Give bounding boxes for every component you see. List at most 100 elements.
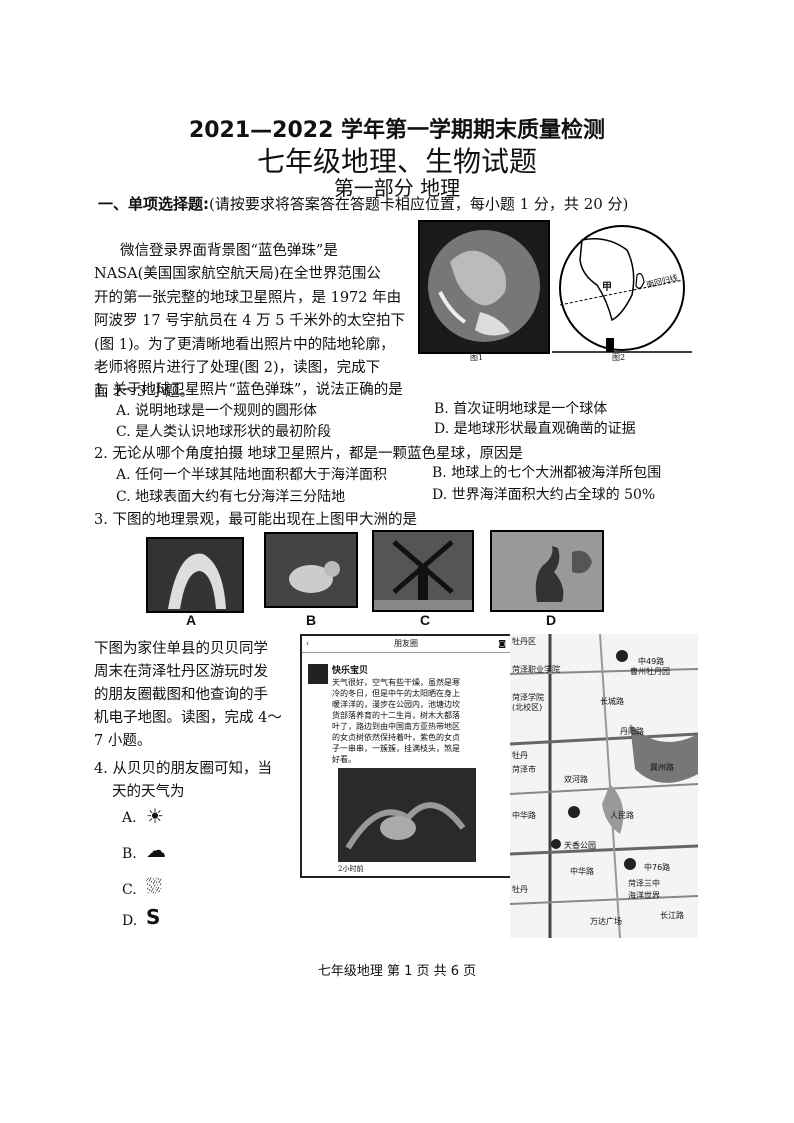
map-label: 中49路 (638, 657, 665, 666)
part-title: 第一部分 地理 (333, 176, 461, 200)
photo-c-label: C (420, 612, 431, 628)
map-label: 菏泽学院 (512, 693, 544, 702)
landscape-photo-a[interactable] (146, 537, 244, 613)
map-label: 牡丹 (512, 751, 528, 760)
q1-option-c[interactable]: C. 是人类认识地球形状的最初阶段 (116, 424, 332, 440)
question-3-stem: 3. 下图的地理景观，最可能出现在上图甲大洲的是 (94, 512, 417, 528)
q4-option-d-label[interactable]: D. (122, 913, 138, 929)
map-label: 菏泽市 (512, 765, 536, 774)
q2-option-a[interactable]: A. 任何一个半球其陆地面积都大于海洋面积 (116, 467, 388, 483)
landscape-photo-c[interactable] (372, 530, 474, 612)
figure-2-outline-map: 南回归线 甲 (552, 220, 692, 360)
q4-option-b-label[interactable]: B. (122, 846, 137, 862)
landscape-photo-b[interactable] (264, 532, 358, 608)
back-icon[interactable]: ‹ (306, 639, 310, 648)
sunny-icon[interactable]: ☀ (146, 804, 164, 828)
intro-line: 老师将照片进行了处理(图 2)，读图，完成下 (94, 360, 381, 376)
intro-line: 微信登录界面背景图“蓝色弹珠”是 (120, 243, 338, 259)
map-label: 人民路 (610, 811, 634, 820)
map-label: 双河路 (564, 775, 588, 784)
sandstorm-icon[interactable]: S (146, 905, 161, 929)
map-label: 菏泽职业学院 (512, 665, 560, 674)
stone-arch-icon (148, 539, 242, 611)
q2-option-c[interactable]: C. 地球表面大约有七分海洋三分陆地 (116, 489, 346, 505)
intro-paragraph-rest: NASA(美国国家航空航天局)在全世界范围公 开的第一张完整的地球卫星照片，是 … (94, 263, 406, 404)
q2-option-b[interactable]: B. 地球上的七个大洲都被海洋所包围 (432, 465, 662, 481)
map-label: 海洋世界 (628, 891, 660, 900)
post-line: 子一串串，一簇簇，挂满枝头，煞是 (332, 744, 460, 753)
map-label: 万达广场 (590, 917, 622, 926)
map-label: 长城路 (600, 697, 624, 706)
photo-a-label: A (186, 612, 197, 628)
map-label: 天香公园 (564, 841, 596, 850)
q1-option-a[interactable]: A. 说明地球是一个规则的圆形体 (116, 403, 318, 419)
intro-line: 开的第一张完整的地球卫星照片，是 1972 年由 (94, 289, 402, 306)
intro-paragraph: 微信登录界面背景图“蓝色弹珠”是 (120, 240, 420, 264)
earth-photo-icon (428, 230, 540, 342)
section-instruction: (请按要求将答案答在答题卡相应位置，每小题 1 分，共 20 分) (209, 195, 629, 213)
post-line: 好看。 (332, 755, 356, 764)
post-time: 2小时前 (338, 865, 364, 873)
post-line: 冷的冬日，但是中午的太阳晒在身上 (332, 689, 460, 698)
cloudy-icon[interactable]: ☁ (146, 838, 166, 862)
intro-line: NASA(美国国家航空航天局)在全世界范围公 (94, 266, 381, 282)
continent-jia-label: 甲 (602, 282, 612, 293)
question-2-stem: 2. 无论从哪个角度拍摄 地球卫星照片，都是一颗蓝色星球，原因是 (94, 446, 524, 462)
map-label: 中华路 (512, 811, 536, 820)
globe-outline-icon (552, 225, 692, 353)
intro-line: 面 1～3 小题。 (94, 383, 195, 400)
intro-2-line: 的朋友圈截图和他查询的手 (94, 687, 268, 703)
avatar (308, 664, 328, 684)
post-photo-icon (345, 802, 466, 850)
moments-post: 快乐宝贝 天气很好，空气有些干燥，虽然是寒 冷的冬日，但是中午的太阳晒在身上 暖… (332, 666, 502, 765)
post-username: 快乐宝贝 (332, 666, 369, 676)
map-label: 牡丹 (512, 885, 528, 894)
photo-b-label: B (306, 612, 317, 628)
camera-icon[interactable]: ◙ (498, 639, 506, 648)
map-label: 中76路 (644, 863, 671, 872)
map-label: (北校区) (512, 703, 543, 712)
wechat-moments-screenshot: ‹ 朋友圈 ◙ 快乐宝贝 天气很好，空气有些干燥，虽然是寒 冷的冬日，但是中午的… (300, 634, 512, 878)
moments-header: ‹ 朋友圈 ◙ (302, 636, 510, 653)
figure-2-caption: 图2 (612, 353, 626, 362)
q4-option-a-label[interactable]: A. (122, 810, 137, 826)
intro-line: (图 1)。为了更清晰地看出照片中的陆地轮廓， (94, 336, 395, 353)
rain-icon[interactable]: ⛆ (146, 874, 162, 898)
intro-2-line: 周末在菏泽牡丹区游玩时发 (94, 664, 268, 680)
intro-2-line: 7 小题。 (94, 733, 152, 749)
q4-option-c-label[interactable]: C. (122, 882, 137, 898)
question-4-stem-line-1: 4. 从贝贝的朋友圈可知，当 (94, 761, 272, 777)
map-label: 牡丹区 (512, 637, 536, 646)
q2-option-d[interactable]: D. 世界海洋面积大约占全球的 50% (432, 487, 656, 503)
intro-2-line: 机电子地图。读图，完成 4～ (94, 710, 282, 726)
kangaroo-icon (492, 532, 602, 610)
road-map-icon (510, 634, 698, 938)
figure-1-caption: 图1 (470, 353, 484, 362)
photo-d-label: D (546, 612, 557, 628)
landscape-photo-d[interactable] (490, 530, 604, 612)
electronic-map[interactable]: 牡丹区 菏泽职业学院 菏泽学院 (北校区) 长城路 牡丹 菏泽市 双河路 中华路… (510, 634, 698, 938)
intro-2-line: 下图为家住单县的贝贝同学 (94, 641, 268, 657)
intro-line: 阿波罗 17 号宇航员在 4 万 5 千米外的太空拍下 (94, 313, 406, 329)
post-line: 的女贞树依然保持着叶，紫色的女贞 (332, 733, 460, 742)
moments-title: 朋友圈 (394, 639, 418, 648)
figure-1-earth-photo (418, 220, 550, 354)
map-label: 菏泽三中 (628, 879, 660, 888)
post-line: 货部落养育的十二生肖，树木大都落 (332, 711, 460, 720)
animals-icon (266, 534, 356, 606)
map-label: 曹州牡丹园 (630, 667, 670, 676)
q1-option-d[interactable]: D. 是地球形状最直观确凿的证据 (434, 421, 636, 437)
question-4-stem-line-2: 天的天气为 (112, 784, 185, 800)
windmill-icon (374, 532, 472, 610)
map-label: 冀州路 (650, 763, 674, 772)
post-line: 天气很好，空气有些干燥，虽然是寒 (332, 678, 460, 687)
section-heading: 一、单项选择题:(请按要求将答案答在答题卡相应位置，每小题 1 分，共 20 分… (98, 193, 628, 214)
page-footer: 七年级地理 第 1 页 共 6 页 (317, 964, 477, 979)
exam-title: 2021—2022 学年第一学期期末质量检测 (188, 118, 606, 143)
intro-2-paragraph: 下图为家住单县的贝贝同学 周末在菏泽牡丹区游玩时发 的朋友圈截图和他查询的手 机… (94, 638, 394, 753)
post-line: 暖洋洋的，漫步在公园内，池塘边坎 (332, 700, 460, 709)
map-label: 长江路 (660, 911, 684, 920)
exam-subtitle: 七年级地理、生物试题 (256, 145, 537, 178)
q1-option-b[interactable]: B. 首次证明地球是一个球体 (434, 401, 608, 417)
post-photo[interactable] (338, 768, 476, 862)
